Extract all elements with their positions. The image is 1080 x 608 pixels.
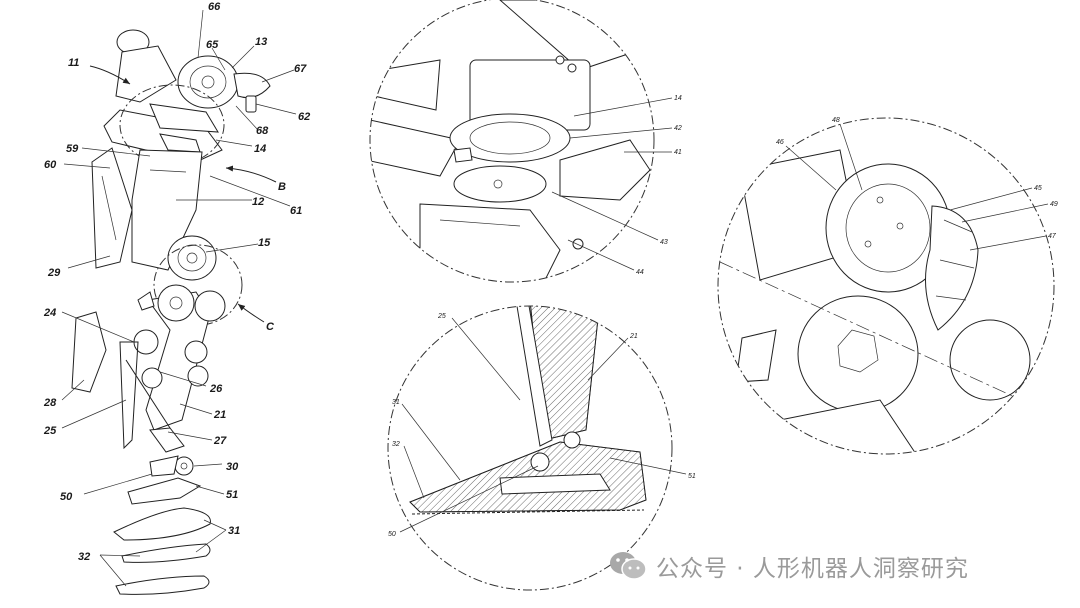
label-60: 60 — [44, 159, 57, 171]
left-leader-lines — [61, 9, 297, 587]
wechat-icon — [610, 552, 647, 580]
label-67: 67 — [294, 63, 307, 75]
shank-assembly — [71, 284, 226, 450]
label-68: 68 — [256, 125, 269, 137]
label-21: 21 — [213, 409, 226, 421]
label-30: 30 — [226, 461, 239, 473]
label-61: 61 — [290, 205, 302, 217]
label-24: 24 — [43, 307, 56, 319]
detail-b-label-43: 43 — [660, 239, 668, 246]
label-65: 65 — [206, 39, 219, 51]
label-31: 31 — [228, 525, 240, 537]
foot-label-21: 21 — [629, 333, 638, 340]
label-51: 51 — [226, 489, 238, 501]
detail-b-label-41: 41 — [674, 149, 682, 156]
label-B: B — [278, 181, 286, 193]
foot-assembly — [113, 427, 211, 595]
detail-b-label-14: 14 — [674, 95, 682, 102]
detail-c-label-48: 48 — [832, 117, 840, 124]
detail-c-label-47: 47 — [1048, 233, 1057, 240]
label-28: 28 — [43, 397, 57, 409]
label-25: 25 — [43, 425, 57, 437]
hip-assembly — [103, 29, 271, 166]
left-part-labels: 66 65 13 67 62 68 11 14 59 60 B 61 12 15… — [43, 1, 310, 563]
foot-section-figure: 25 21 31 32 51 50 — [387, 305, 696, 591]
label-C: C — [266, 321, 275, 333]
foot-label-31: 31 — [392, 399, 400, 406]
label-13: 13 — [255, 36, 267, 48]
foot-label-50: 50 — [388, 531, 396, 538]
watermark: 公众号 · 人形机器人洞察研究 — [608, 546, 969, 586]
detail-c-label-45: 45 — [1034, 185, 1042, 192]
foot-label-25: 25 — [437, 313, 446, 320]
label-32: 32 — [78, 551, 90, 563]
label-29: 29 — [47, 267, 61, 279]
detail-b-label-44: 44 — [636, 269, 644, 276]
label-27: 27 — [213, 435, 227, 447]
label-50: 50 — [60, 491, 73, 503]
foot-label-32: 32 — [392, 441, 400, 448]
detail-c-label-46: 46 — [776, 139, 784, 146]
label-66: 66 — [208, 1, 221, 13]
label-15: 15 — [258, 237, 271, 249]
detail-b-figure: 14 42 41 43 44 — [369, 0, 682, 283]
detail-c-figure: 48 46 45 49 47 — [717, 117, 1058, 455]
foot-label-51: 51 — [688, 473, 696, 480]
detail-b-label-42: 42 — [674, 125, 682, 132]
exploded-leg-figure: 66 65 13 67 62 68 11 14 59 60 B 61 12 15… — [43, 1, 310, 595]
detail-c-label-49: 49 — [1050, 201, 1058, 208]
label-14: 14 — [254, 143, 266, 155]
label-12: 12 — [252, 196, 264, 208]
watermark-text: 公众号 · 人形机器人洞察研究 — [656, 556, 969, 582]
label-62: 62 — [298, 111, 310, 123]
thigh-assembly — [91, 147, 243, 326]
label-26: 26 — [209, 383, 223, 395]
label-59: 59 — [66, 143, 79, 155]
label-11: 11 — [68, 57, 79, 69]
